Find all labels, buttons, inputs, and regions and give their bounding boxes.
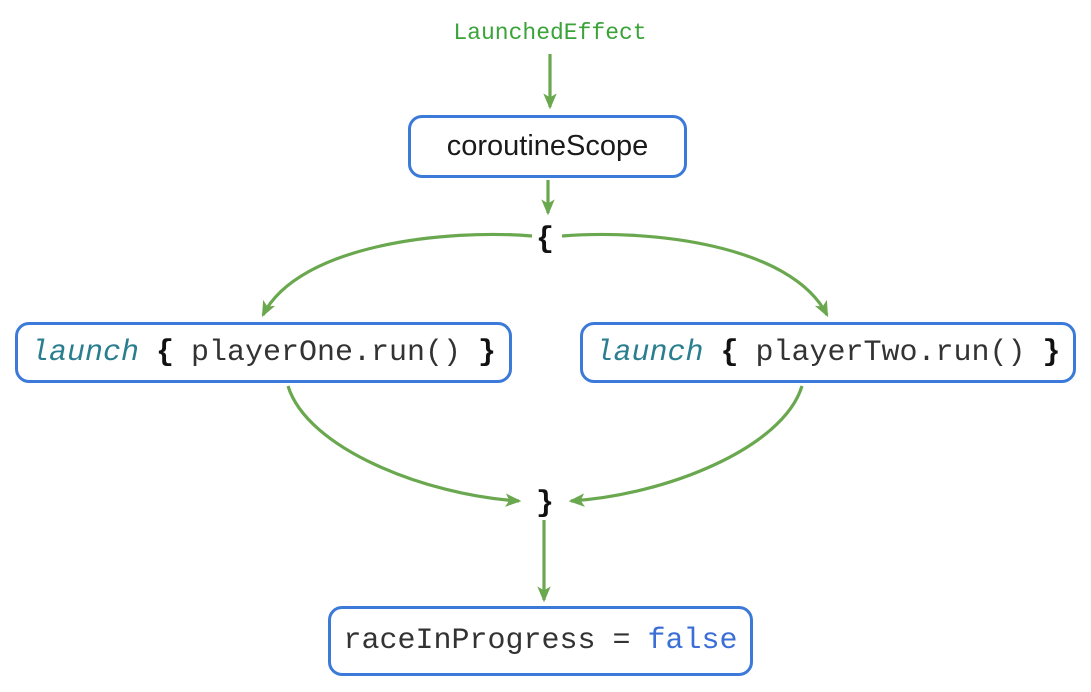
launch-two-node: launch { playerTwo.run() } xyxy=(580,322,1076,383)
launch-one-close-brace: } xyxy=(478,335,497,370)
arrow-open-brace-to-launch-two xyxy=(561,232,829,318)
launched-effect-label: LaunchedEffect xyxy=(453,20,647,46)
open-brace-label: { xyxy=(535,223,555,257)
launch-one-open-brace: { xyxy=(155,335,174,370)
result-code: raceInProgress = false xyxy=(343,626,737,656)
result-value: false xyxy=(647,624,738,658)
arrow-open-brace-to-launch-one xyxy=(261,232,533,318)
result-node: raceInProgress = false xyxy=(328,606,753,676)
arrow-launch-one-to-close-brace xyxy=(286,385,522,507)
launch-two-code: launch { playerTwo.run() } xyxy=(595,338,1060,368)
launch-two-body: playerTwo.run() xyxy=(755,335,1026,370)
launch-one-node: launch { playerOne.run() } xyxy=(15,322,512,383)
launch-one-code: launch { playerOne.run() } xyxy=(31,338,496,368)
arrow-launch-two-to-close-brace xyxy=(568,385,804,507)
close-brace-label: } xyxy=(535,487,555,521)
launch-two-open-brace: { xyxy=(720,335,739,370)
coroutine-scope-node: coroutineScope xyxy=(408,115,687,178)
launch-two-keyword: launch xyxy=(595,335,704,370)
result-variable: raceInProgress xyxy=(343,624,596,658)
result-operator: = xyxy=(612,624,631,658)
launch-one-body: playerOne.run() xyxy=(190,335,462,370)
launch-two-close-brace: } xyxy=(1042,335,1061,370)
launch-one-keyword: launch xyxy=(30,335,139,370)
coroutine-scope-label: coroutineScope xyxy=(446,130,649,162)
